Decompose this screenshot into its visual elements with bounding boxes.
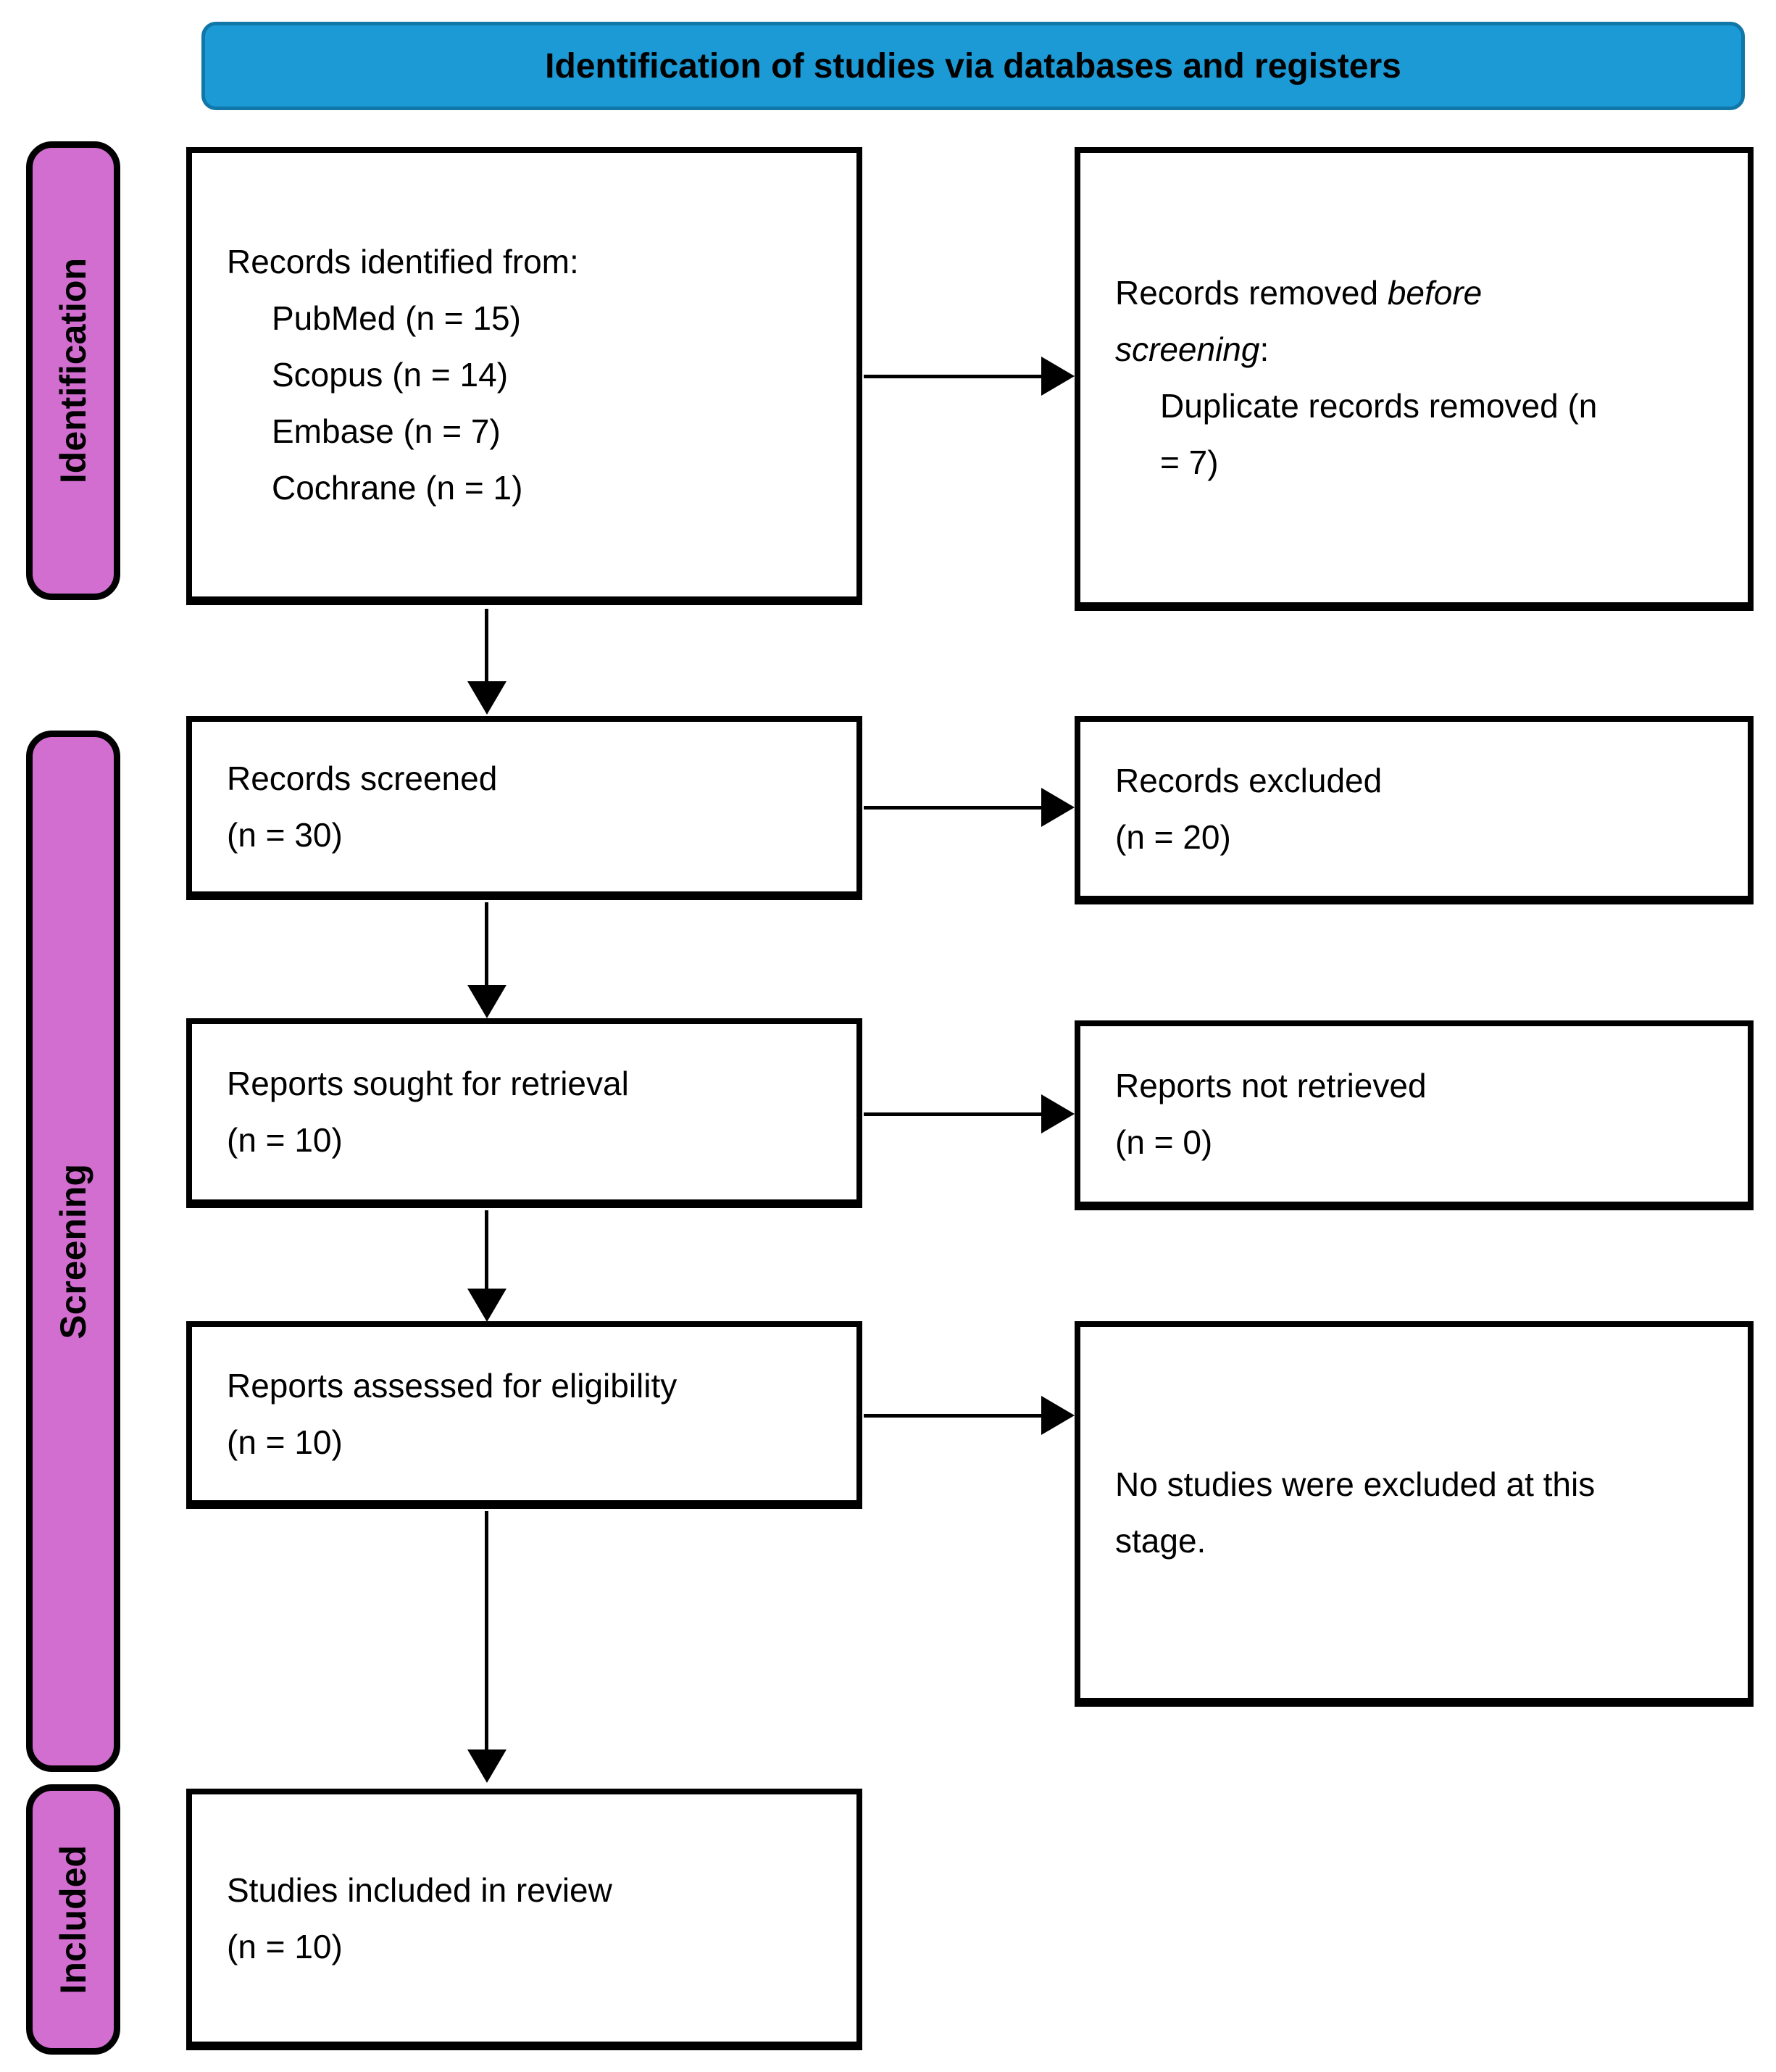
arrow-sought-to-assessed-head [467, 1289, 506, 1322]
box-line: Records identified from: [227, 243, 579, 280]
arrow-identified-to-removed-shaft [864, 375, 1042, 378]
arrow-sought-to-not-retrieved-shaft [864, 1112, 1042, 1116]
box-line: Cochrane (n = 1) [272, 469, 523, 507]
arrow-screened-to-sought-shaft [485, 902, 488, 986]
box-line: (n = 10) [227, 1121, 343, 1159]
italic-text: screening [1115, 330, 1260, 368]
arrow-sought-to-assessed-shaft [485, 1210, 488, 1290]
box-line: (n = 10) [227, 1927, 343, 1965]
arrow-identified-to-screened-shaft [485, 609, 488, 683]
arrow-assessed-to-included-shaft [485, 1511, 488, 1751]
box-line: (n = 0) [1115, 1123, 1213, 1161]
stage-label-text: Identification [53, 257, 93, 484]
arrow-assessed-to-excluded-stage-head [1041, 1396, 1075, 1435]
box-line: Reports assessed for eligibility [227, 1366, 678, 1405]
box-line: Scopus (n = 14) [272, 356, 509, 394]
box-records-screened: Records screened (n = 30) [186, 716, 862, 900]
arrow-assessed-to-included-head [467, 1749, 506, 1783]
box-reports-sought: Reports sought for retrieval (n = 10) [186, 1018, 862, 1208]
italic-text: before [1387, 274, 1483, 312]
arrow-identified-to-removed-head [1041, 357, 1075, 396]
box-line: stage. [1115, 1522, 1206, 1560]
arrow-screened-to-excluded-head [1041, 788, 1075, 827]
box-studies-included: Studies included in review (n = 10) [186, 1789, 862, 2050]
box-line: (n = 20) [1115, 818, 1231, 856]
header-banner: Identification of studies via databases … [201, 22, 1745, 110]
box-records-removed: Records removed before screening: Duplic… [1075, 147, 1754, 611]
box-line: Reports not retrieved [1115, 1067, 1427, 1104]
arrow-screened-to-sought-head [467, 985, 506, 1018]
box-line: Records excluded [1115, 762, 1383, 799]
box-no-studies-excluded: No studies were excluded at this stage. [1075, 1321, 1754, 1707]
box-records-excluded: Records excluded (n = 20) [1075, 716, 1754, 904]
arrow-screened-to-excluded-shaft [864, 806, 1042, 810]
box-reports-assessed: Reports assessed for eligibility (n = 10… [186, 1321, 862, 1509]
arrow-assessed-to-excluded-stage-shaft [864, 1414, 1042, 1418]
box-line: No studies were excluded at this [1115, 1465, 1596, 1503]
box-line: PubMed (n = 15) [272, 299, 521, 337]
stage-label-included: Included [26, 1784, 120, 2055]
arrow-sought-to-not-retrieved-head [1041, 1094, 1075, 1133]
arrow-identified-to-screened-head [467, 681, 506, 715]
box-line: Records removed before [1115, 274, 1483, 312]
box-line: Embase (n = 7) [272, 412, 501, 450]
stage-label-text: Included [53, 1844, 93, 1994]
box-line: Records screened [227, 760, 498, 797]
box-line: = 7) [1160, 444, 1219, 481]
header-title: Identification of studies via databases … [545, 46, 1401, 86]
box-records-identified: Records identified from: PubMed (n = 15)… [186, 147, 862, 605]
stage-label-screening: Screening [26, 731, 120, 1772]
box-line: Duplicate records removed (n [1160, 387, 1598, 425]
stage-label-text: Screening [53, 1163, 93, 1339]
box-line: (n = 30) [227, 816, 343, 854]
stage-label-identification: Identification [26, 141, 120, 600]
box-line: Studies included in review [227, 1871, 612, 1909]
box-reports-not-retrieved: Reports not retrieved (n = 0) [1075, 1020, 1754, 1210]
box-line: (n = 10) [227, 1423, 343, 1461]
box-line: Reports sought for retrieval [227, 1065, 629, 1102]
box-line: screening: [1115, 330, 1270, 368]
